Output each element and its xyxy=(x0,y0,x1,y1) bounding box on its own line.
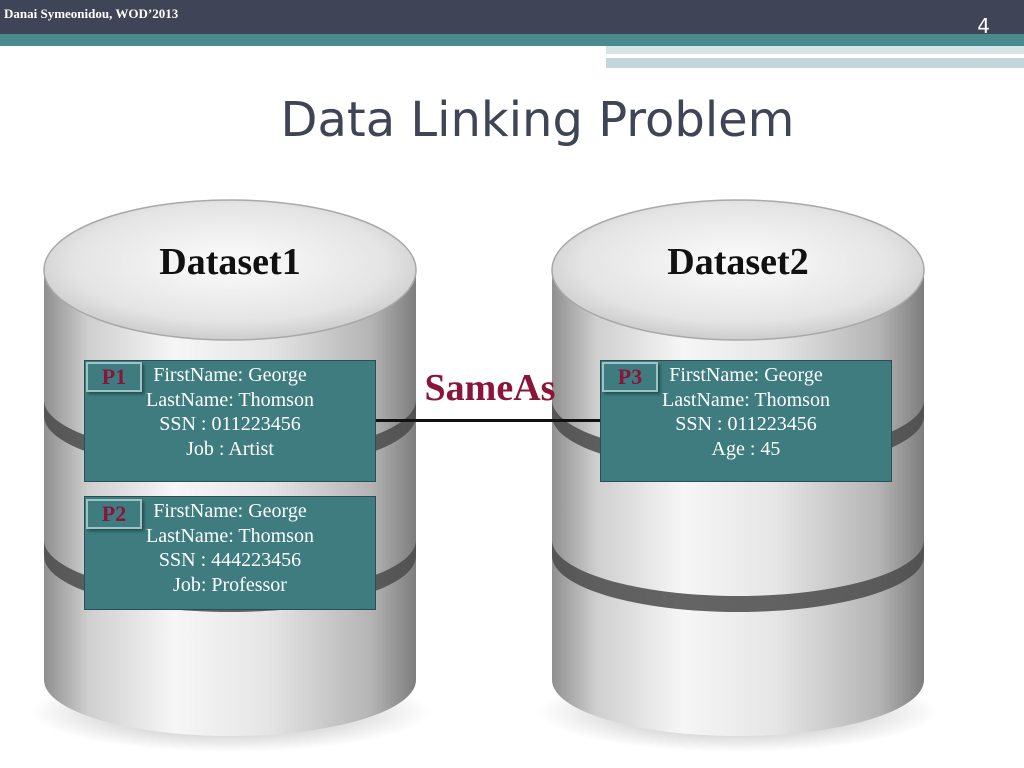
record-line: FirstName: George xyxy=(669,364,823,386)
tag-p1: P1 xyxy=(86,362,142,392)
accent-line xyxy=(826,56,946,58)
sameas-label: SameAs xyxy=(424,367,556,409)
tag-p3: P3 xyxy=(602,362,658,392)
light-accent-band xyxy=(606,46,1024,54)
record-p2: FirstName: George LastName: Thomson SSN … xyxy=(84,496,376,610)
header-bar: Danai Symeonidou, WOD’2013 4 xyxy=(0,0,1024,38)
dataset1-label: Dataset1 xyxy=(159,241,301,283)
record-line: Job: Professor xyxy=(173,573,287,596)
record-line: SSN : 011223456 xyxy=(159,413,301,435)
record-line: Age : 45 xyxy=(711,437,781,460)
record-line: SSN : 444223456 xyxy=(158,549,302,571)
record-line: LastName: Thomson xyxy=(662,388,830,411)
record-line: FirstName: George xyxy=(153,500,307,522)
teal-accent-band xyxy=(0,34,1024,46)
tag-p2: P2 xyxy=(86,499,142,529)
record-line: FirstName: George xyxy=(153,364,307,386)
page-title: Data Linking Problem xyxy=(280,92,795,148)
record-line: LastName: Thomson xyxy=(146,388,314,411)
record-line: LastName: Thomson xyxy=(146,524,314,547)
record-line: Job : Artist xyxy=(186,437,274,460)
header-author: Danai Symeonidou, WOD’2013 xyxy=(4,6,179,21)
slide-number: 4 xyxy=(977,14,990,38)
sameas-link-line xyxy=(376,419,600,422)
light-accent-band xyxy=(606,58,1024,68)
dataset2-label: Dataset2 xyxy=(667,241,809,283)
record-line: SSN : 011223456 xyxy=(675,413,817,435)
